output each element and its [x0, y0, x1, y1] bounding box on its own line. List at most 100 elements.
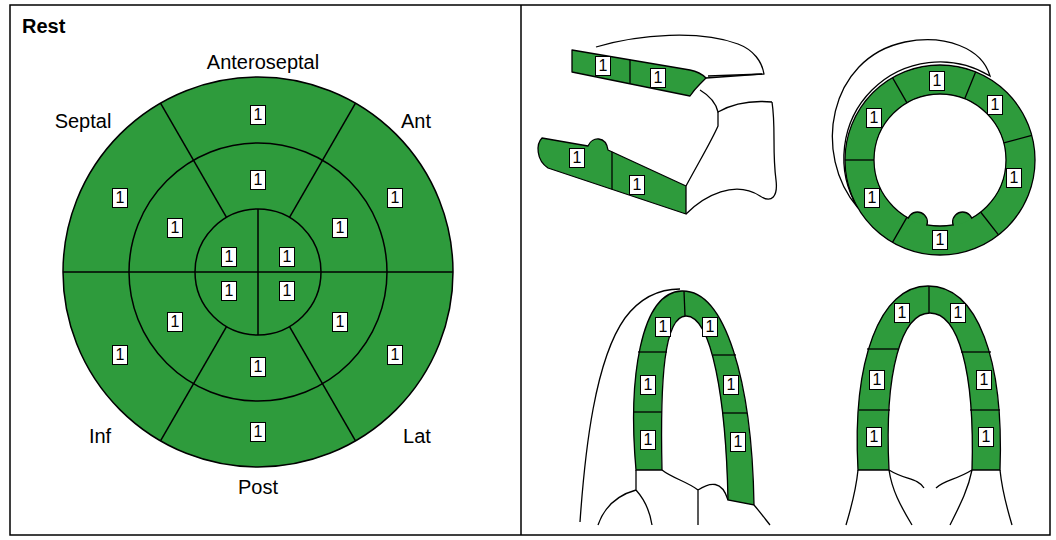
score-value: 1 — [991, 96, 1000, 114]
segment-divider — [867, 348, 898, 349]
short-axis-view — [832, 40, 1035, 255]
segment-divider — [684, 291, 685, 316]
score-value: 1 — [706, 318, 715, 336]
segment-score-box: 1 — [929, 71, 946, 91]
segment-divider — [928, 286, 929, 313]
segment-divider — [981, 212, 999, 235]
score-value: 1 — [254, 358, 263, 376]
segment-divider — [845, 159, 874, 160]
score-value: 1 — [982, 428, 991, 446]
score-value: 1 — [933, 72, 942, 90]
segment-divider — [722, 412, 747, 413]
segment-divider — [611, 152, 612, 190]
score-value: 1 — [116, 189, 125, 207]
segment-divider — [961, 351, 991, 352]
segment-score-box: 1 — [866, 108, 883, 128]
score-value: 1 — [868, 189, 877, 207]
segment-score-box: 1 — [629, 175, 646, 195]
segment-score-box: 1 — [1006, 168, 1023, 188]
segment-score-box: 1 — [730, 432, 747, 452]
segment-score-box: 1 — [869, 370, 886, 390]
posterior-wall — [538, 138, 686, 214]
segment-score-box: 1 — [250, 357, 267, 377]
lv-outer-wall — [845, 65, 1035, 255]
segment-divider — [859, 409, 890, 410]
score-value: 1 — [936, 231, 945, 249]
basal-ring — [63, 77, 453, 467]
score-value: 1 — [898, 304, 907, 322]
segment-divider — [965, 72, 976, 99]
mitral-leaflet — [686, 112, 718, 186]
segment-divider — [713, 354, 736, 355]
segment-score-box: 1 — [387, 345, 404, 365]
score-value: 1 — [391, 346, 400, 364]
segment-score-box: 1 — [221, 247, 238, 267]
segment-score-box: 1 — [976, 370, 993, 390]
segment-score-box: 1 — [650, 68, 667, 88]
segment-divider — [1004, 135, 1032, 143]
panel-divider — [520, 5, 522, 535]
segment-score-box: 1 — [702, 317, 719, 337]
segment-score-box: 1 — [250, 105, 267, 125]
score-value: 1 — [954, 304, 963, 322]
segment-score-box: 1 — [112, 345, 129, 365]
segment-score-box: 1 — [332, 218, 349, 238]
score-value: 1 — [870, 428, 879, 446]
score-value: 1 — [254, 423, 263, 441]
segment-score-box: 1 — [978, 427, 995, 447]
segment-score-box: 1 — [864, 188, 881, 208]
lv-wall — [857, 286, 1000, 470]
apical-two-chamber — [846, 286, 1012, 525]
segment-score-box: 1 — [640, 375, 657, 395]
segment-score-box: 1 — [723, 375, 740, 395]
score-value: 1 — [980, 371, 989, 389]
aortic-wall — [706, 74, 762, 78]
segment-divider — [634, 411, 662, 412]
apical-four-chamber — [580, 289, 770, 525]
score-value: 1 — [283, 248, 292, 266]
score-value: 1 — [283, 282, 292, 300]
segment-score-box: 1 — [387, 188, 404, 208]
segment-divider — [638, 351, 667, 352]
segment-score-box: 1 — [866, 427, 883, 447]
wall-name-label: Inf — [89, 424, 111, 448]
score-value: 1 — [659, 318, 668, 336]
segment-divider — [290, 327, 356, 441]
segment-divider — [893, 217, 908, 242]
score-value: 1 — [225, 282, 234, 300]
right-ventricle-outline — [580, 289, 680, 522]
segment-score-box: 1 — [655, 317, 672, 337]
segment-score-box: 1 — [279, 247, 296, 267]
score-value: 1 — [116, 346, 125, 364]
parasternal-long-axis — [538, 35, 776, 214]
score-value: 1 — [254, 106, 263, 124]
segment-score-box: 1 — [112, 188, 129, 208]
score-value: 1 — [633, 176, 642, 194]
lv-ring-fill — [846, 66, 1034, 254]
score-value: 1 — [573, 149, 582, 167]
segment-divider — [161, 103, 227, 217]
aortic-wall — [700, 90, 772, 112]
score-value: 1 — [225, 248, 234, 266]
score-value: 1 — [254, 171, 263, 189]
segment-score-box: 1 — [167, 312, 184, 332]
segment-score-box: 1 — [279, 281, 296, 301]
segment-score-box: 1 — [167, 218, 184, 238]
score-value: 1 — [391, 189, 400, 207]
wall-name-label: Post — [238, 475, 278, 499]
lv-wall — [634, 291, 754, 505]
score-value: 1 — [171, 313, 180, 331]
segment-score-box: 1 — [950, 303, 967, 323]
score-value: 1 — [171, 219, 180, 237]
segment-divider — [629, 60, 630, 84]
segment-score-box: 1 — [640, 430, 657, 450]
wall-name-label: Anteroseptal — [207, 50, 319, 74]
score-value: 1 — [654, 69, 663, 87]
septal-wall — [572, 50, 706, 96]
lv-cavity — [874, 94, 1006, 226]
score-value: 1 — [599, 57, 608, 75]
score-value: 1 — [734, 433, 743, 451]
